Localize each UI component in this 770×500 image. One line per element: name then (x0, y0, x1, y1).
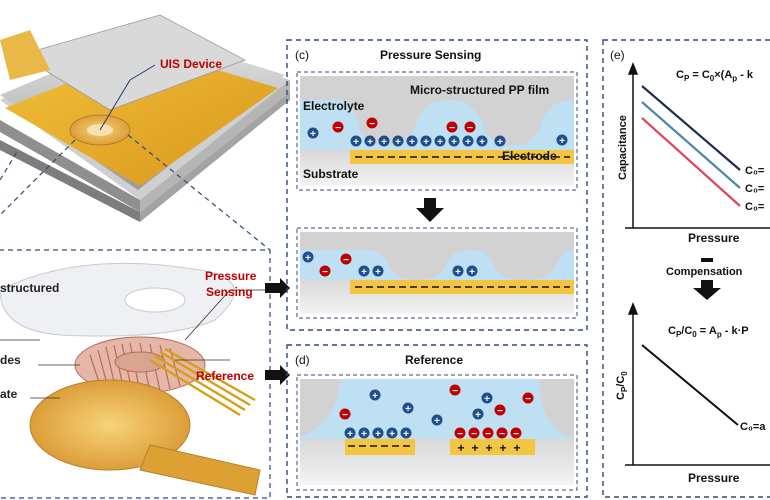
svg-text:+: + (475, 410, 481, 421)
panel-c-title: Pressure Sensing (380, 48, 481, 62)
series-line-red (641, 117, 741, 207)
film-label: Micro-structured PP film (410, 83, 549, 97)
svg-text:−: − (452, 386, 458, 397)
svg-text:+: + (513, 441, 520, 455)
equation-top: CP = C0×(Ap - k (676, 69, 754, 83)
equation-bottom: CP/C0 = Ap - k·P (668, 325, 749, 339)
plot-top-ylabel: Capacitance (617, 115, 629, 180)
svg-text:+: + (479, 137, 485, 148)
svg-text:+: + (367, 137, 373, 148)
svg-text:+: + (434, 416, 440, 427)
svg-text:+: + (381, 137, 387, 148)
svg-text:−: − (342, 410, 348, 421)
pressure-arrow (416, 198, 444, 222)
series-label-1: C₀= (745, 165, 764, 177)
panel-d-frame (286, 344, 588, 498)
svg-text:+: + (437, 137, 443, 148)
svg-text:+: + (405, 404, 411, 415)
panel-c-tag: (c) (295, 48, 309, 62)
electrolyte-label: Electrolyte (303, 99, 365, 113)
ions-top: + − − + + + + + + + + + + + − − + (307, 117, 568, 148)
panel-e-frame (602, 39, 770, 498)
svg-text:−: − (513, 429, 519, 440)
svg-text:−: − (467, 123, 473, 134)
plot-bottom-xlabel: Pressure (688, 471, 740, 485)
svg-text:−: − (369, 119, 375, 130)
compensated-line (641, 344, 739, 426)
svg-text:+: + (389, 429, 395, 440)
svg-text:+: + (465, 137, 471, 148)
arrow-to-panel-c (265, 278, 290, 298)
device-illustration: UIS Device (0, 14, 290, 251)
arrow-to-panel-d (265, 365, 290, 385)
svg-text:+: + (485, 441, 492, 455)
compensated-line-label: C₀=a (740, 421, 766, 433)
ions-reference: + − + + − + − − + + + + + + − − − − − + … (339, 384, 534, 455)
callout-pressure-line2: Sensing (206, 285, 253, 299)
svg-text:+: + (457, 441, 464, 455)
substrate-label: Substrate (303, 167, 359, 181)
plot-bottom-axes (625, 301, 770, 466)
compensation-arrow (693, 280, 721, 300)
series-line-dark (641, 85, 741, 171)
svg-text:+: + (372, 391, 378, 402)
panel-d-tag: (d) (295, 353, 310, 367)
svg-text:+: + (484, 394, 490, 405)
svg-text:−: − (343, 255, 349, 266)
callout-pressure-line1: Pressure (205, 269, 257, 283)
callout-reference: Reference (196, 369, 254, 383)
svg-text:+: + (310, 129, 316, 140)
layer-label-pp: structured (0, 281, 59, 295)
electrode-label: Electrode (502, 149, 557, 163)
compensation-label: Compensation (666, 266, 743, 278)
svg-text:−: − (335, 123, 341, 134)
layer-label-substrate: ate (0, 387, 18, 401)
series-line-teal (641, 101, 741, 189)
svg-text:+: + (499, 441, 506, 455)
svg-text:+: + (375, 267, 381, 278)
svg-text:+: + (497, 137, 503, 148)
svg-text:−: − (322, 267, 328, 278)
svg-text:+: + (451, 137, 457, 148)
svg-text:+: + (395, 137, 401, 148)
svg-text:−: − (499, 429, 505, 440)
svg-text:+: + (361, 429, 367, 440)
svg-text:+: + (559, 136, 565, 147)
sensing-cell-bottom (296, 227, 578, 319)
plot-bottom-ylabel: CP/C0 (615, 371, 629, 400)
ions-bottom: + − − + + + + (302, 251, 478, 278)
exploded-view (0, 262, 265, 496)
series-label-2: C₀= (745, 183, 764, 195)
svg-text:+: + (361, 267, 367, 278)
svg-text:+: + (471, 441, 478, 455)
svg-text:+: + (353, 137, 359, 148)
device-label: UIS Device (160, 57, 222, 71)
svg-text:+: + (403, 429, 409, 440)
layer-label-electrodes: des (0, 353, 21, 367)
svg-text:+: + (375, 429, 381, 440)
svg-text:−: − (457, 429, 463, 440)
svg-text:−: − (449, 123, 455, 134)
exploded-view-frame (0, 249, 271, 499)
svg-text:+: + (455, 267, 461, 278)
svg-text:+: + (347, 429, 353, 440)
svg-text:+: + (305, 253, 311, 264)
plot-top-axes (625, 61, 770, 229)
svg-text:+: + (423, 137, 429, 148)
panel-d-title: Reference (405, 353, 463, 367)
reference-cell (296, 374, 578, 491)
svg-text:−: − (497, 406, 503, 417)
panel-e-tag: (e) (610, 48, 625, 62)
svg-text:−: − (525, 394, 531, 405)
svg-text:−: − (471, 429, 477, 440)
svg-text:−: − (485, 429, 491, 440)
plot-top-xlabel: Pressure (688, 231, 740, 245)
series-label-3: C₀= (745, 201, 764, 213)
panel-c-frame (286, 39, 588, 331)
svg-text:+: + (409, 137, 415, 148)
minus-sign (701, 258, 713, 262)
svg-text:+: + (469, 267, 475, 278)
